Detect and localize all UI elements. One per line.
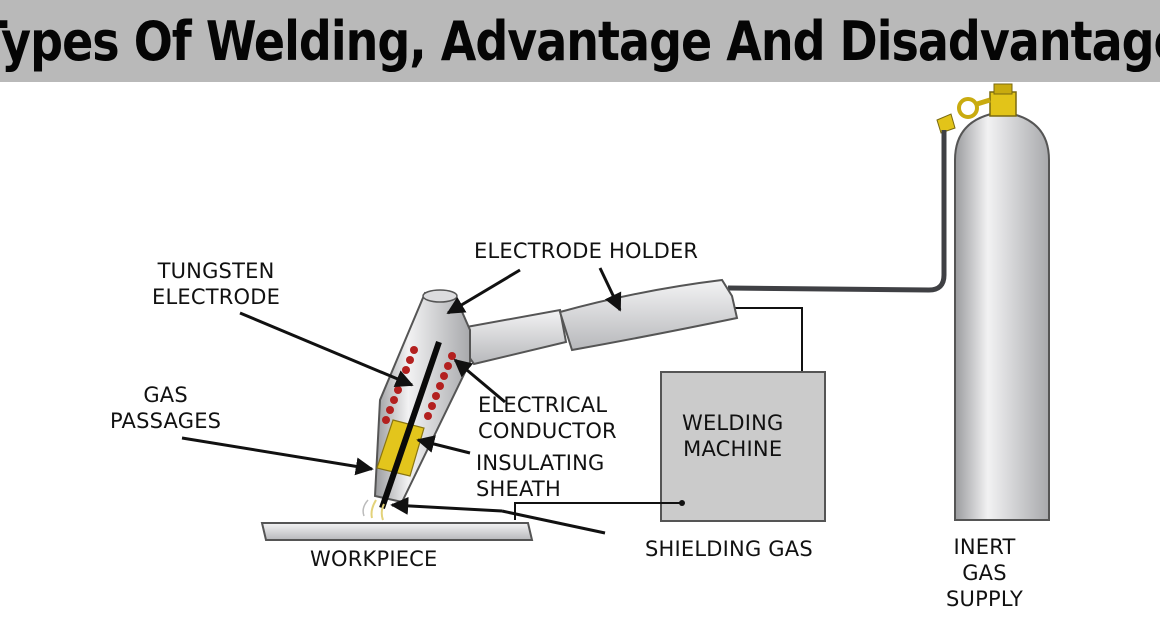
label-electrode-holder: ELECTRODE HOLDER bbox=[474, 239, 699, 263]
label-gas-passages: GAS PASSAGES bbox=[110, 383, 222, 433]
page-title: Types Of Welding, Advantage And Disadvan… bbox=[0, 9, 1160, 73]
label-tungsten-electrode: TUNGSTEN ELECTRODE bbox=[152, 259, 281, 309]
cylinder-valve bbox=[989, 91, 1017, 117]
torch-body bbox=[362, 289, 471, 521]
inert-gas-cylinder bbox=[936, 83, 1050, 521]
label-inert-gas-supply: INERT GAS SUPPLY bbox=[946, 535, 1023, 611]
label-workpiece: WORKPIECE bbox=[310, 547, 438, 571]
tungsten-electrode bbox=[379, 341, 442, 509]
torch-handle bbox=[448, 278, 739, 366]
welding-machine-box bbox=[660, 371, 826, 522]
label-welding-machine: WELDING MACHINE bbox=[682, 411, 784, 461]
power-cable bbox=[728, 307, 803, 388]
ground-cable bbox=[514, 502, 682, 520]
label-electrical-conductor: ELECTRICAL CONDUCTOR bbox=[478, 393, 617, 443]
label-insulating-sheath: INSULATING SHEATH bbox=[476, 451, 605, 501]
label-shielding-gas: SHIELDING GAS bbox=[645, 537, 813, 561]
workpiece-plate bbox=[260, 522, 534, 541]
title-banner: Types Of Welding, Advantage And Disadvan… bbox=[0, 0, 1160, 82]
label-arrows bbox=[181, 267, 622, 535]
hose-fitting bbox=[936, 113, 956, 134]
gas-hose bbox=[727, 130, 947, 293]
